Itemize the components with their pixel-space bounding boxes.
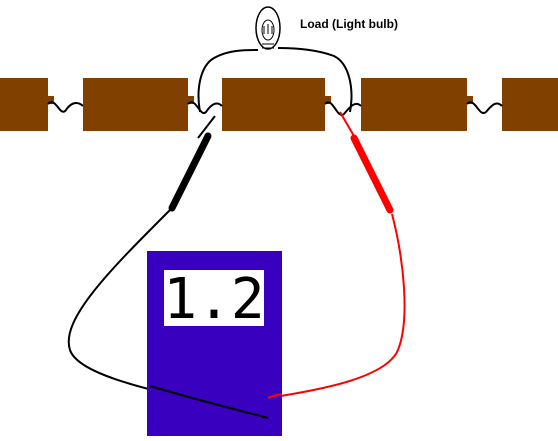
interconnect-wire-4 bbox=[466, 101, 503, 115]
cell-terminal bbox=[48, 96, 54, 104]
load-wire-left bbox=[197, 49, 259, 113]
cell-terminal bbox=[188, 96, 194, 104]
negative-probe-handle bbox=[168, 132, 212, 212]
interconnect-wire-2 bbox=[187, 101, 223, 115]
cell-terminal bbox=[325, 96, 331, 104]
positive-test-lead bbox=[267, 213, 406, 399]
battery-cell-2 bbox=[83, 78, 188, 131]
multimeter-reading: 1.2 bbox=[163, 267, 264, 332]
load-label: Load (Light bulb) bbox=[300, 17, 398, 31]
load-wire-right bbox=[277, 47, 353, 113]
battery-cell-1 bbox=[0, 78, 48, 131]
interconnect-wire-1 bbox=[47, 101, 84, 113]
battery-cell-5 bbox=[502, 78, 558, 131]
light-bulb-icon bbox=[255, 6, 281, 50]
negative-lead-end bbox=[149, 385, 269, 419]
battery-cell-3 bbox=[222, 78, 325, 131]
interconnect-wire-3 bbox=[324, 101, 362, 116]
positive-probe-handle bbox=[350, 134, 394, 214]
multimeter-display bbox=[164, 270, 264, 326]
battery-cell-4 bbox=[361, 78, 467, 131]
positive-lead-end bbox=[267, 393, 283, 399]
cell-terminal bbox=[467, 96, 473, 104]
negative-probe-tip bbox=[197, 115, 216, 139]
positive-probe-tip bbox=[339, 111, 355, 137]
